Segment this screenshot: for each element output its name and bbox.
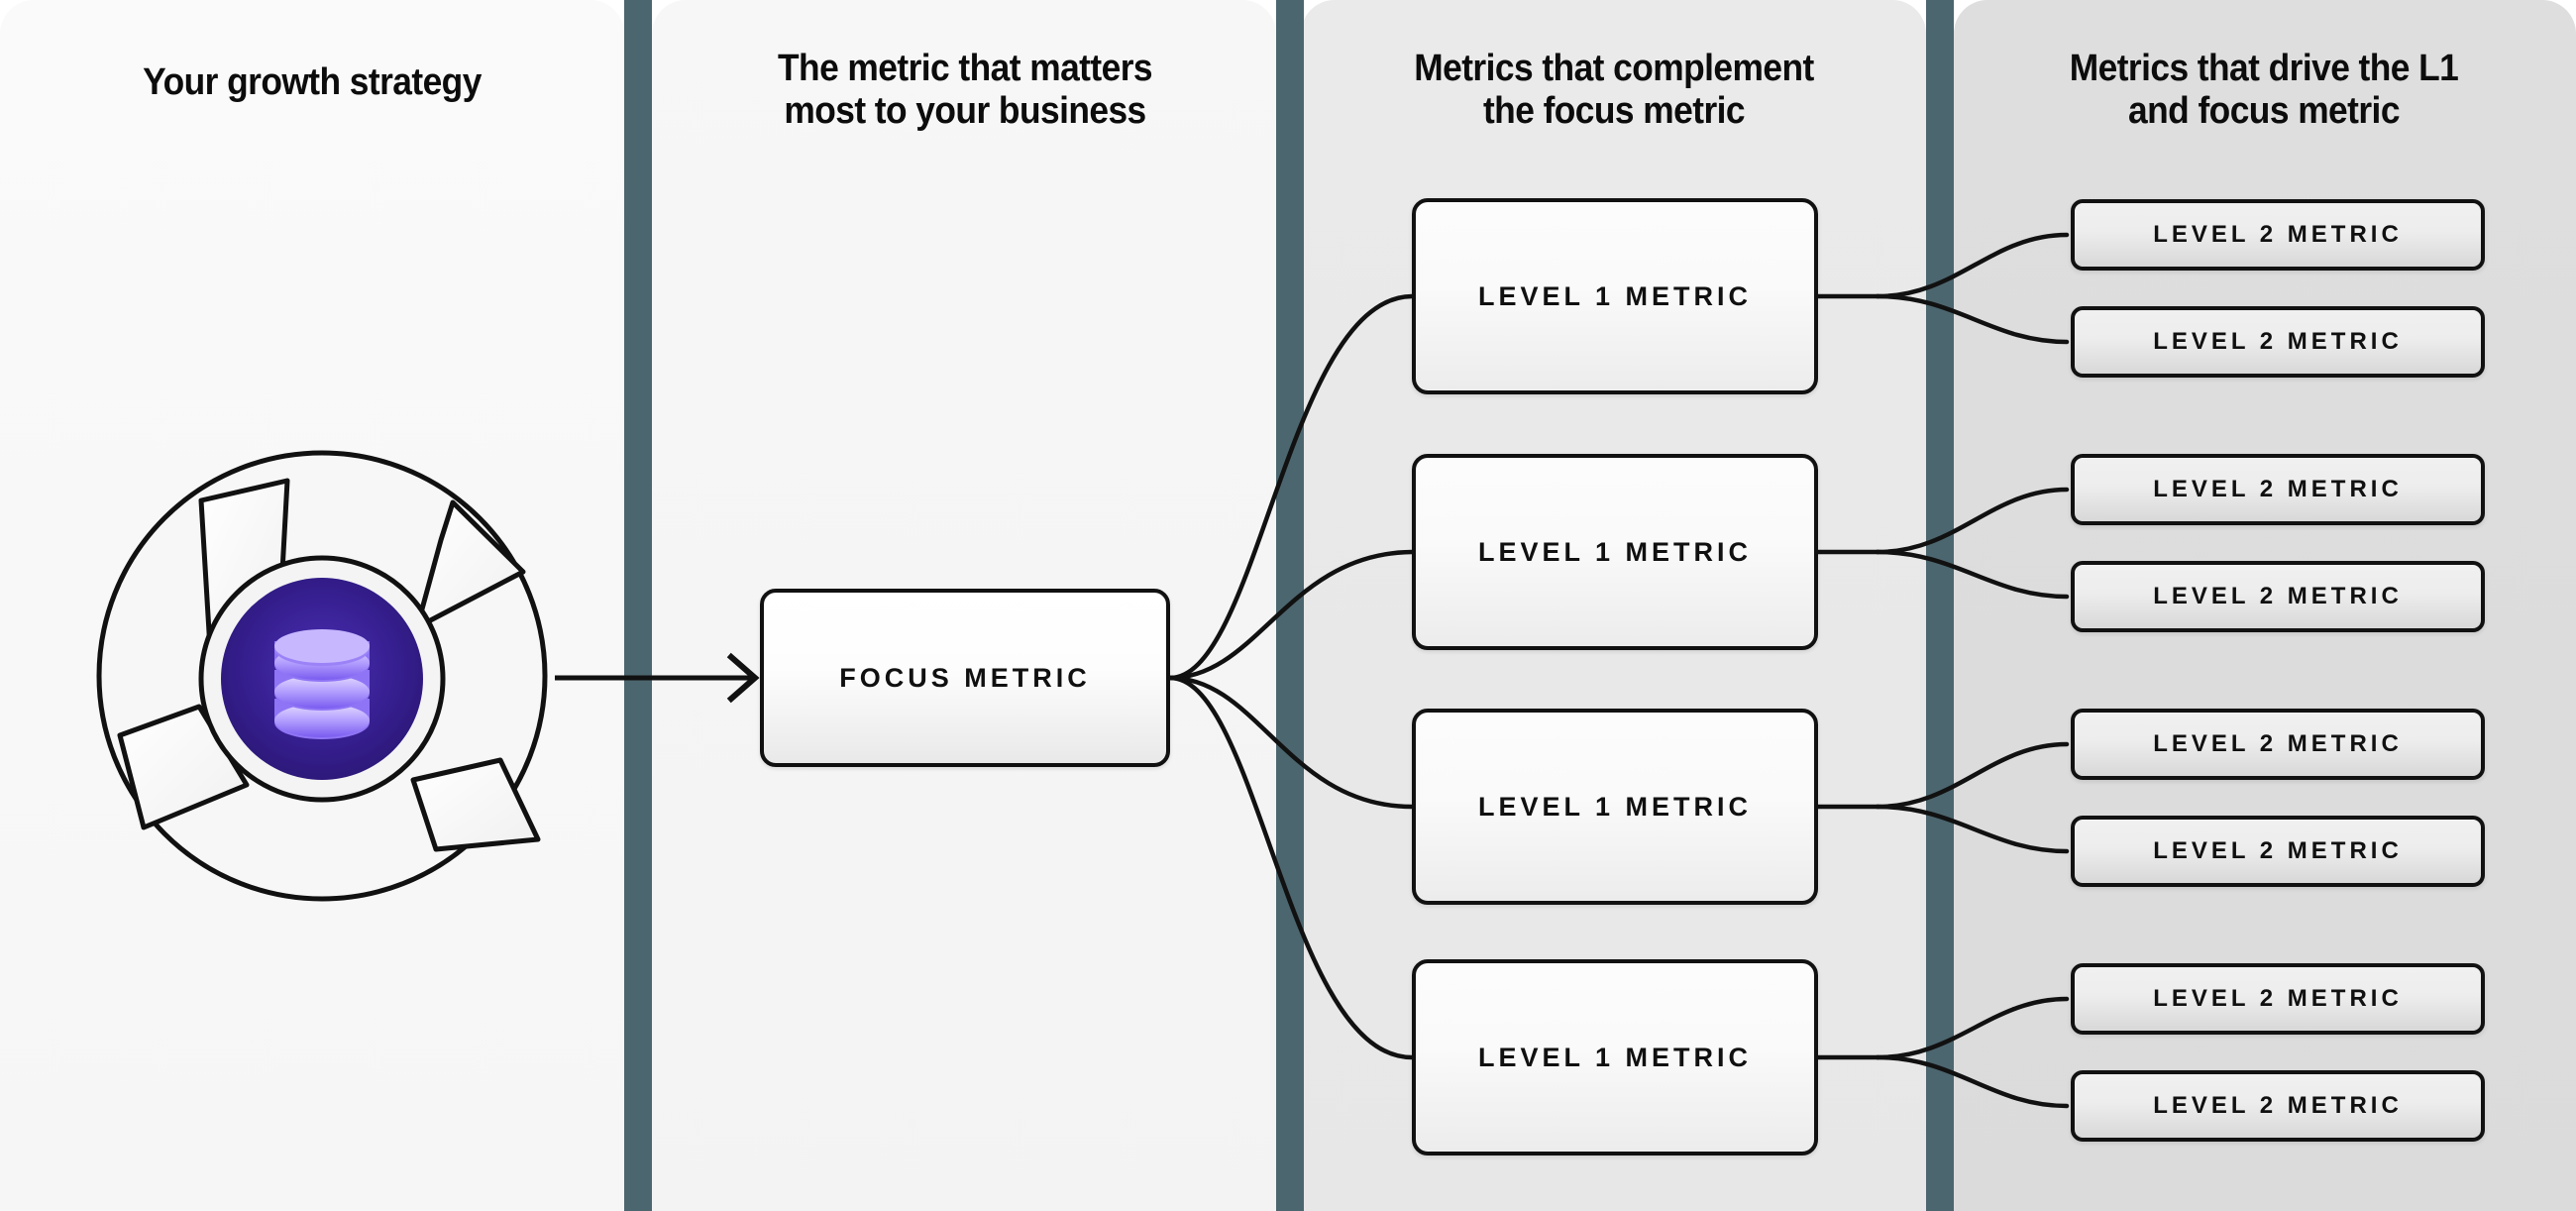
- level-2-metric-label: LEVEL 2 METRIC: [2153, 730, 2403, 757]
- header-line: the focus metric: [1482, 89, 1746, 132]
- header-line: Metrics that complement: [1414, 48, 1814, 89]
- level-2-metric-box-6[interactable]: LEVEL 2 METRIC: [2071, 816, 2485, 887]
- header-line: and focus metric: [2128, 89, 2400, 132]
- growth-strategy-logo: [84, 433, 560, 919]
- column-separator-1: [624, 0, 652, 1211]
- level-2-metric-box-5[interactable]: LEVEL 2 METRIC: [2071, 709, 2485, 780]
- level-2-metric-box-3[interactable]: LEVEL 2 METRIC: [2071, 454, 2485, 525]
- level-2-metric-box-4[interactable]: LEVEL 2 METRIC: [2071, 561, 2485, 632]
- level-2-metric-label: LEVEL 2 METRIC: [2153, 837, 2403, 864]
- level-1-metric-label: LEVEL 1 METRIC: [1477, 1042, 1753, 1072]
- level-1-metric-label: LEVEL 1 METRIC: [1477, 791, 1753, 822]
- column-header-level-2: Metrics that drive the L1 and focus metr…: [2010, 48, 2518, 132]
- level-1-metric-label: LEVEL 1 METRIC: [1477, 536, 1753, 567]
- level-2-metric-label: LEVEL 2 METRIC: [2153, 328, 2403, 355]
- level-2-metric-label: LEVEL 2 METRIC: [2153, 583, 2403, 609]
- level-2-metric-box-1[interactable]: LEVEL 2 METRIC: [2071, 199, 2485, 271]
- level-2-metric-box-2[interactable]: LEVEL 2 METRIC: [2071, 306, 2485, 378]
- level-2-metric-label: LEVEL 2 METRIC: [2153, 221, 2403, 248]
- level-2-metric-label: LEVEL 2 METRIC: [2153, 1092, 2403, 1119]
- column-header-growth-strategy: Your growth strategy: [58, 61, 566, 104]
- focus-metric-box[interactable]: FOCUS METRIC: [760, 589, 1170, 767]
- column-header-level-1: Metrics that complement the focus metric: [1361, 48, 1867, 132]
- header-line: Metrics that drive the L1: [2069, 48, 2459, 89]
- column-separator-3: [1926, 0, 1954, 1211]
- column-separator-2: [1276, 0, 1304, 1211]
- level-1-metric-box-2[interactable]: LEVEL 1 METRIC: [1412, 454, 1818, 650]
- header-line: The metric that matters: [778, 48, 1153, 89]
- aperture-blades: [117, 478, 541, 852]
- level-1-metric-box-3[interactable]: LEVEL 1 METRIC: [1412, 709, 1818, 905]
- level-2-metric-box-8[interactable]: LEVEL 2 METRIC: [2071, 1070, 2485, 1142]
- level-2-metric-label: LEVEL 2 METRIC: [2153, 476, 2403, 502]
- level-1-metric-box-1[interactable]: LEVEL 1 METRIC: [1412, 198, 1818, 394]
- level-2-metric-label: LEVEL 2 METRIC: [2153, 985, 2403, 1012]
- header-line: Your growth strategy: [143, 61, 482, 103]
- database-icon: [274, 629, 370, 739]
- header-line: most to your business: [784, 89, 1146, 132]
- level-1-metric-label: LEVEL 1 METRIC: [1477, 280, 1753, 311]
- column-header-focus-metric: The metric that matters most to your bus…: [712, 48, 1218, 132]
- level-1-metric-box-4[interactable]: LEVEL 1 METRIC: [1412, 959, 1818, 1156]
- level-2-metric-box-7[interactable]: LEVEL 2 METRIC: [2071, 963, 2485, 1035]
- focus-metric-label: FOCUS METRIC: [839, 662, 1091, 693]
